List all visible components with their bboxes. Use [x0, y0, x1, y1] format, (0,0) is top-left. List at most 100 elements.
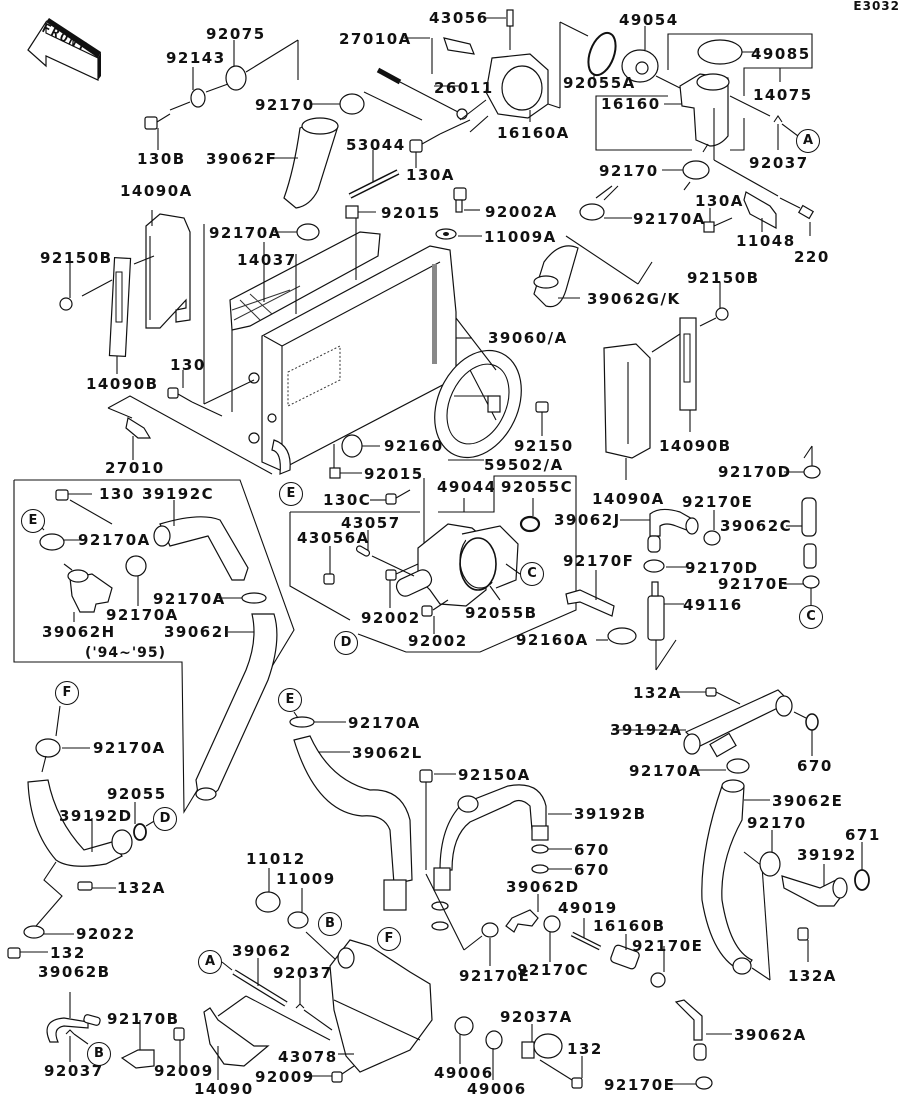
part-label-39062F[interactable]: 39062F: [206, 150, 278, 168]
part-label-670-b[interactable]: 670: [574, 861, 610, 879]
part-label-11009[interactable]: 11009: [276, 870, 336, 888]
part-label-14090A-left[interactable]: 14090A: [120, 182, 193, 200]
part-label-92002A[interactable]: 92002A: [485, 203, 558, 221]
part-label-27010[interactable]: 27010: [105, 459, 165, 477]
part-label-92170A-box1[interactable]: 92170A: [78, 531, 151, 549]
ref-marker-F-bottom[interactable]: F: [377, 927, 401, 951]
part-label-14090B-left[interactable]: 14090B: [86, 375, 159, 393]
part-label-92037A[interactable]: 92037A: [500, 1008, 573, 1026]
part-label-11012[interactable]: 11012: [246, 850, 306, 868]
part-label-92170E-c[interactable]: 92170E: [632, 937, 704, 955]
part-label-59502A[interactable]: 59502/A: [484, 456, 564, 474]
part-label-92002-b[interactable]: 92002: [408, 632, 468, 650]
part-label-39062[interactable]: 39062: [232, 942, 292, 960]
part-label-14090A-right[interactable]: 14090A: [592, 490, 665, 508]
ref-marker-E-hose[interactable]: E: [278, 688, 302, 712]
part-label-92015-top[interactable]: 92015: [381, 204, 441, 222]
part-label-92170E-e[interactable]: 92170E: [604, 1076, 676, 1094]
part-label-39062C[interactable]: 39062C: [720, 517, 793, 535]
part-label-132-left[interactable]: 132: [50, 944, 86, 962]
ref-marker-E-box[interactable]: E: [21, 509, 45, 533]
ref-marker-C-hose[interactable]: C: [799, 605, 823, 629]
part-label-130-box[interactable]: 130: [99, 485, 135, 503]
part-label-49006-a[interactable]: 49006: [434, 1064, 494, 1082]
part-label-39062GK[interactable]: 39062G/K: [587, 290, 681, 308]
ref-marker-C-pump[interactable]: C: [520, 562, 544, 586]
part-label-53044[interactable]: 53044: [346, 136, 406, 154]
part-label-92150A[interactable]: 92150A: [458, 766, 531, 784]
part-label-92055C[interactable]: 92055C: [501, 478, 574, 496]
ref-marker-D-pipe[interactable]: D: [153, 807, 177, 831]
part-label-27010A[interactable]: 27010A: [339, 30, 412, 48]
part-label-132A-top[interactable]: 132A: [633, 684, 682, 702]
part-label-92037-bot[interactable]: 92037: [44, 1062, 104, 1080]
part-label-92015-bot[interactable]: 92015: [364, 465, 424, 483]
part-label-11009A[interactable]: 11009A: [484, 228, 557, 246]
part-label-92160[interactable]: 92160: [384, 437, 444, 455]
part-label-92037-top[interactable]: 92037: [749, 154, 809, 172]
part-label-92150[interactable]: 92150: [514, 437, 574, 455]
part-label-43056[interactable]: 43056: [429, 9, 489, 27]
part-label-43057[interactable]: 43057: [341, 514, 401, 532]
part-label-39192C[interactable]: 39192C: [142, 485, 215, 503]
part-label-92170A-mani[interactable]: 92170A: [629, 762, 702, 780]
part-label-671[interactable]: 671: [845, 826, 881, 844]
part-label-92170-mid[interactable]: 92170: [599, 162, 659, 180]
ref-marker-F-top[interactable]: F: [55, 681, 79, 705]
part-label-92037-mid[interactable]: 92037: [273, 964, 333, 982]
part-label-16160B[interactable]: 16160B: [593, 917, 666, 935]
ref-marker-A-bottom[interactable]: A: [198, 950, 222, 974]
part-label-130A-right[interactable]: 130A: [695, 192, 744, 210]
ref-marker-B-top[interactable]: B: [318, 912, 342, 936]
part-label-92170E-a[interactable]: 92170E: [682, 493, 754, 511]
part-label-92170-right[interactable]: 92170: [747, 814, 807, 832]
part-label-130C[interactable]: 130C: [323, 491, 372, 509]
part-label-92150B-right[interactable]: 92150B: [687, 269, 760, 287]
part-label-14037[interactable]: 14037: [237, 251, 297, 269]
part-label-92055A[interactable]: 92055A: [563, 74, 636, 92]
part-label-92002-a[interactable]: 92002: [361, 609, 421, 627]
part-label-49085[interactable]: 49085: [751, 45, 811, 63]
part-label-39192A[interactable]: 39192A: [610, 721, 683, 739]
part-label-92150B-left[interactable]: 92150B: [40, 249, 113, 267]
part-label-92009-b[interactable]: 92009: [255, 1068, 315, 1086]
part-label-92170E-b[interactable]: 92170E: [718, 575, 790, 593]
part-label-92170A-box2[interactable]: 92170A: [106, 606, 179, 624]
ref-marker-B-bottom[interactable]: B: [87, 1042, 111, 1066]
part-label-92170D-top[interactable]: 92170D: [718, 463, 792, 481]
part-label-92170E-d[interactable]: 92170E: [459, 967, 531, 985]
part-label-11048[interactable]: 11048: [736, 232, 796, 250]
part-label-92009-a[interactable]: 92009: [154, 1062, 214, 1080]
part-label-14090B-right[interactable]: 14090B: [659, 437, 732, 455]
part-label-39062L[interactable]: 39062L: [352, 744, 423, 762]
part-label-14090[interactable]: 14090: [194, 1080, 254, 1098]
part-label-92143[interactable]: 92143: [166, 49, 226, 67]
part-label-130[interactable]: 130: [170, 356, 206, 374]
part-label-92170[interactable]: 92170: [255, 96, 315, 114]
part-label-92170B[interactable]: 92170B: [107, 1010, 180, 1028]
part-label-39062A[interactable]: 39062A: [734, 1026, 807, 1044]
part-label-39192[interactable]: 39192: [797, 846, 857, 864]
part-label-49019[interactable]: 49019: [558, 899, 618, 917]
part-label-92170A-box3[interactable]: 92170A: [153, 590, 226, 608]
part-label-132-bot[interactable]: 132: [567, 1040, 603, 1058]
part-label-39062I[interactable]: 39062I: [164, 623, 231, 641]
part-label-49054[interactable]: 49054: [619, 11, 679, 29]
part-label-130B[interactable]: 130B: [137, 150, 186, 168]
part-label-16160A[interactable]: 16160A: [497, 124, 570, 142]
part-label-92170A-F[interactable]: 92170A: [93, 739, 166, 757]
part-label-92170A-right[interactable]: 92170A: [633, 210, 706, 228]
part-label-92170F[interactable]: 92170F: [563, 552, 635, 570]
part-label-130A-top[interactable]: 130A: [406, 166, 455, 184]
ref-marker-A-top[interactable]: A: [796, 129, 820, 153]
part-label-39192D[interactable]: 39192D: [59, 807, 133, 825]
part-label-14075[interactable]: 14075: [753, 86, 813, 104]
part-label-49044[interactable]: 49044: [437, 478, 497, 496]
part-label-92055B[interactable]: 92055B: [465, 604, 538, 622]
part-label-39062B[interactable]: 39062B: [38, 963, 111, 981]
part-label-670-c[interactable]: 670: [797, 757, 833, 775]
part-label-39062J[interactable]: 39062J: [554, 511, 621, 529]
part-label-132A-right[interactable]: 132A: [788, 967, 837, 985]
part-label-49006-b[interactable]: 49006: [467, 1080, 527, 1098]
ref-marker-D-pump[interactable]: D: [334, 631, 358, 655]
